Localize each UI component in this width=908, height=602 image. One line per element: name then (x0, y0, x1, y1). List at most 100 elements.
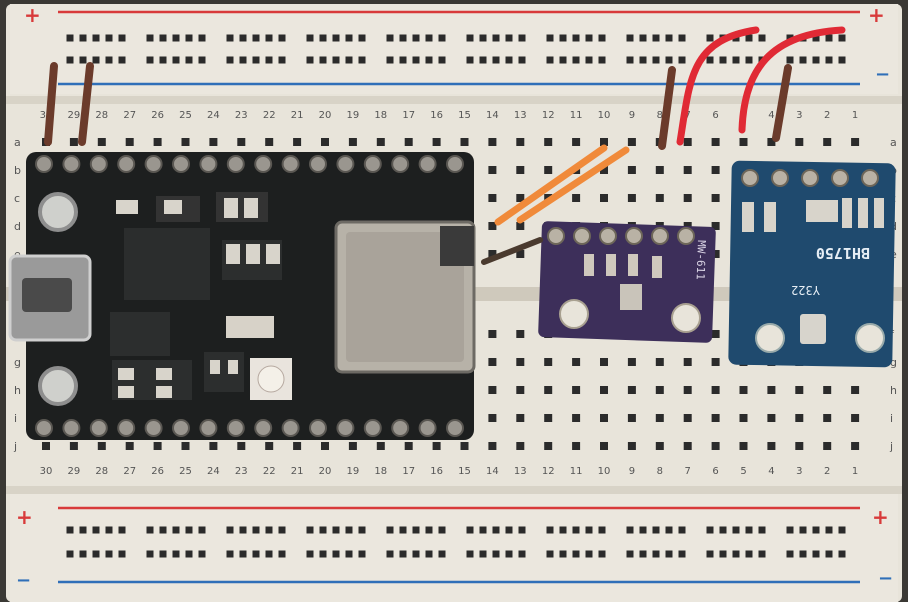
mcu-pin (199, 155, 218, 173)
column-number: 16 (430, 110, 443, 121)
rail-hole (226, 56, 234, 64)
rail-hole (66, 56, 74, 64)
rail-hole (706, 526, 714, 534)
terminal-hole (739, 414, 748, 422)
rail-hole (172, 56, 180, 64)
reset-button (38, 192, 78, 232)
rail-hole (79, 56, 87, 64)
rail-hole (239, 56, 247, 64)
column-number: 13 (514, 466, 527, 477)
terminal-hole (404, 442, 413, 450)
bh-mount-hole-right (855, 323, 885, 353)
antenna-connector (440, 226, 474, 266)
rail-hole (479, 56, 487, 64)
terminal-hole (627, 414, 636, 422)
terminal-hole (711, 138, 720, 146)
rail-hole (546, 34, 554, 42)
rail-hole (598, 34, 606, 42)
rail-hole (319, 34, 327, 42)
terminal-hole (711, 386, 720, 394)
column-number: 6 (712, 466, 718, 477)
terminal-hole (600, 442, 608, 450)
sensor-2-pins (741, 169, 879, 187)
rail-hole (546, 56, 554, 64)
rail-divider-top (6, 96, 902, 104)
rail-hole (466, 34, 474, 42)
rail-hole (665, 526, 673, 534)
terminal-hole (823, 386, 832, 394)
rail-hole (79, 34, 87, 42)
sensor-1-pin (547, 227, 565, 245)
mcu-pin (418, 419, 437, 437)
rail-hole (265, 550, 273, 558)
terminal-hole (321, 442, 329, 450)
rail-hole (252, 34, 260, 42)
rail-hole (626, 550, 634, 558)
terminal-hole (460, 442, 469, 450)
terminal-hole (153, 442, 162, 450)
mount-hole-left (559, 299, 589, 329)
bh-label-sub: Y322 (791, 283, 820, 297)
rail-hole (386, 34, 394, 42)
red-wire-2 (738, 26, 846, 134)
terminal-hole (767, 386, 776, 394)
row-letter: a (890, 136, 897, 149)
rail-hole (572, 56, 580, 64)
bottom-rail-plus-right: + (872, 505, 889, 529)
mcu-pin (309, 155, 327, 173)
column-number: 17 (402, 110, 415, 121)
rail-hole (159, 56, 167, 64)
column-number: 19 (347, 466, 360, 477)
rail-hole (358, 34, 366, 42)
mcu-pin (363, 155, 382, 173)
rail-hole (825, 526, 833, 534)
rail-hole (719, 526, 727, 534)
terminal-hole (544, 166, 553, 174)
terminal-hole (711, 250, 720, 258)
rail-hole (358, 550, 366, 558)
top-rail-plus-right: + (868, 3, 885, 27)
column-number: 14 (486, 110, 499, 121)
rail-hole (118, 34, 126, 42)
rail-hole (118, 526, 126, 534)
bottom-rail-holes (66, 526, 846, 558)
rail-hole (518, 526, 526, 534)
rail-hole (198, 34, 206, 42)
rail-hole (745, 34, 753, 42)
top-power-rail: + + − (10, 3, 898, 94)
column-number: 18 (374, 110, 387, 121)
bh-label-main: BH1750 (816, 244, 870, 262)
rail-hole (546, 526, 554, 534)
rail-hole (438, 526, 446, 534)
rail-hole (665, 56, 673, 64)
rail-hole (66, 550, 74, 558)
terminal-hole (544, 138, 553, 146)
rail-hole (812, 550, 820, 558)
rail-hole (185, 56, 193, 64)
mcu-pin (446, 155, 464, 173)
rail-hole (399, 526, 407, 534)
terminal-hole (627, 386, 636, 394)
mcu-pin (391, 419, 410, 437)
column-number: 22 (263, 110, 276, 121)
rail-hole (185, 34, 193, 42)
mcu-pin (363, 419, 382, 437)
rail-hole (185, 550, 193, 558)
rail-hole (665, 34, 673, 42)
row-letter: h (890, 384, 897, 397)
terminal-hole (125, 138, 134, 146)
terminal-hole (125, 442, 134, 450)
terminal-hole (655, 166, 664, 174)
rail-hole (159, 34, 167, 42)
row-letter: j (13, 440, 17, 453)
rail-hole (226, 34, 234, 42)
rail-hole (706, 550, 714, 558)
column-number: 4 (768, 110, 774, 121)
mcu-pin (281, 155, 300, 173)
mcu-pin (172, 419, 190, 437)
terminal-hole (544, 386, 553, 394)
terminal-hole (516, 358, 525, 366)
row-letter: j (889, 440, 893, 453)
mcu-pin (418, 155, 437, 173)
rail-hole (118, 56, 126, 64)
